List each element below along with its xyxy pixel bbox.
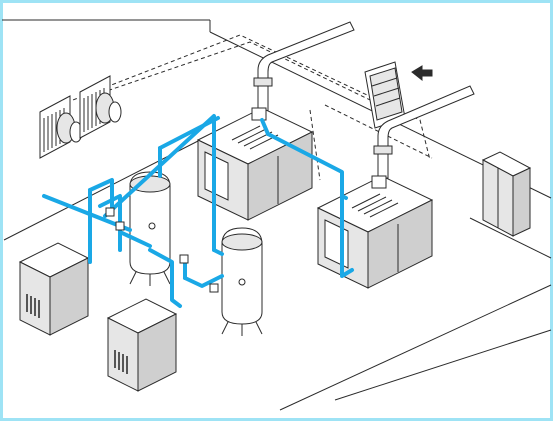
air-dryer-1-icon — [18, 242, 90, 336]
exhaust-duct-2-icon — [373, 85, 475, 179]
ventilation-fan-2-icon — [79, 75, 122, 139]
ventilation-fan-1-icon — [39, 95, 83, 159]
pipe-valves — [105, 207, 219, 293]
exhaust-duct-1-icon — [253, 21, 355, 113]
compressor-unit-2-icon — [316, 175, 434, 289]
air-receiver-tank-2-icon — [221, 227, 263, 336]
control-cabinet-icon — [481, 151, 532, 237]
air-intake-louver-icon — [364, 61, 433, 129]
compressor-unit-1-icon — [196, 107, 314, 221]
compressed-air-piping — [42, 114, 354, 308]
air-dryer-2-icon — [106, 298, 178, 392]
